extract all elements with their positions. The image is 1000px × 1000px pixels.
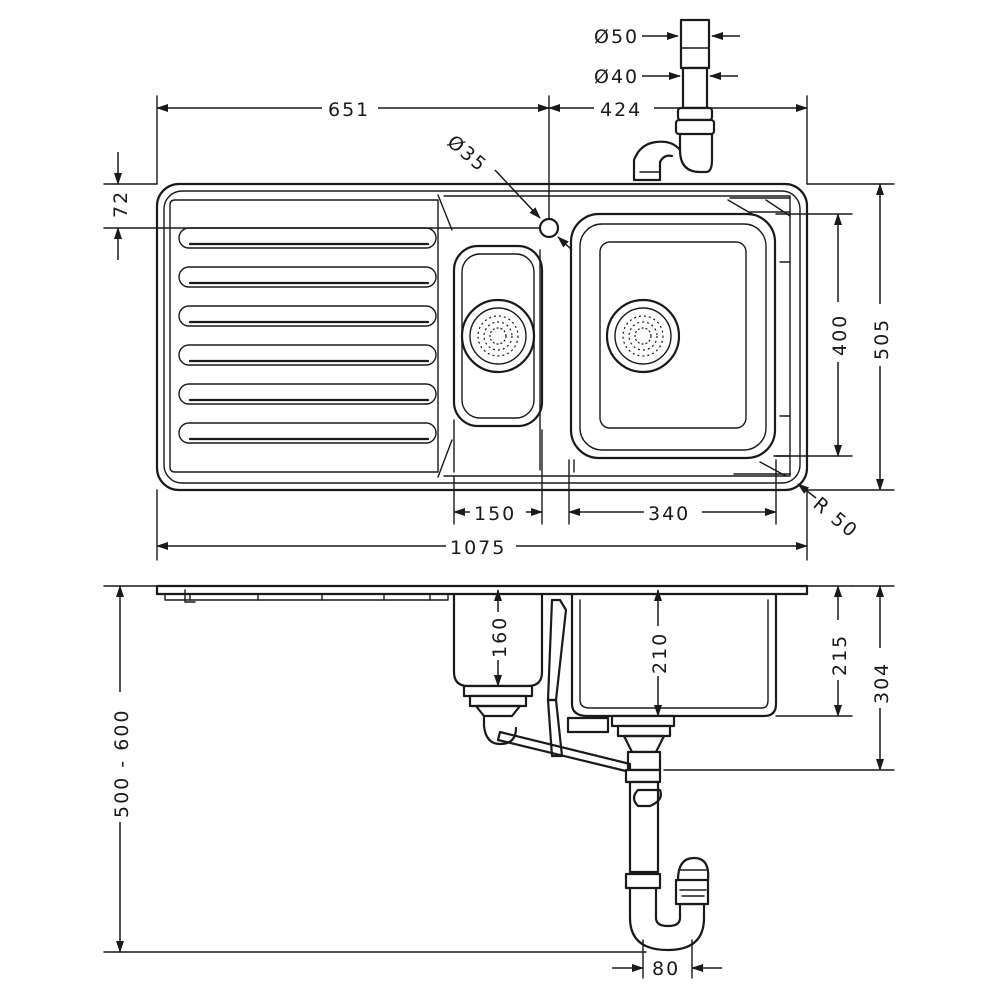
large-bowl-strainer — [605, 298, 681, 374]
sink-inner-rim — [163, 190, 801, 484]
connection-pipe — [496, 730, 632, 774]
large-bowl-side — [570, 592, 778, 718]
drainer-edge — [437, 439, 453, 478]
groove — [178, 266, 437, 288]
large-waste — [610, 714, 676, 728]
small-bowl-inner — [461, 253, 535, 419]
dim-pipe-inner: Ø40 — [594, 66, 639, 88]
drainer-edge — [437, 194, 453, 231]
drainer-profile — [164, 593, 449, 601]
dim-drainer-width: 651 — [328, 99, 370, 121]
dim-small-bowl-width: 150 — [474, 503, 516, 525]
small-waste — [462, 684, 534, 698]
tap-hole-leader — [494, 169, 541, 219]
dimensions: Ø50 Ø40 651 424 Ø35 72 400 — [103, 26, 895, 980]
bowl-deck — [443, 195, 791, 477]
dim-pipe-outer: Ø50 — [594, 26, 639, 48]
large-bowl — [569, 212, 777, 460]
dim-small-bowl-height: 160 — [489, 616, 511, 658]
large-bowl-inner — [579, 223, 767, 451]
dim-tap-hole: Ø35 — [443, 131, 492, 177]
dim-bowl-section: 424 — [600, 99, 642, 121]
waste-pipe-top — [632, 18, 716, 182]
dim-tap-offset: 72 — [110, 190, 132, 218]
overflow-pipe — [546, 598, 568, 702]
dim-cabinet-height: 500 - 600 — [111, 709, 133, 818]
trap — [624, 768, 710, 952]
drainer-grooves — [178, 227, 437, 444]
dim-overall-width: 1075 — [450, 537, 506, 559]
dim-corner-radius: R 50 — [809, 493, 863, 543]
dim-bowl-total-depth: 215 — [829, 634, 851, 676]
groove — [178, 383, 437, 405]
dim-outlet-depth: 304 — [871, 662, 893, 704]
sink-rim-side — [155, 584, 809, 596]
deck-details — [727, 197, 791, 477]
side-view — [155, 584, 809, 952]
dim-bowl-depth: 400 — [829, 314, 851, 356]
dim-large-bowl-height: 210 — [649, 632, 671, 674]
small-bowl-strainer — [460, 298, 536, 374]
tap-hole — [538, 217, 560, 239]
dim-large-bowl-width: 340 — [648, 503, 690, 525]
large-bowl-floor — [599, 241, 747, 429]
groove — [178, 305, 437, 327]
sink-outline — [155, 182, 809, 492]
top-view — [155, 18, 809, 492]
groove — [178, 344, 437, 366]
dim-overall-depth: 505 — [871, 318, 893, 360]
groove — [178, 422, 437, 444]
small-bowl — [452, 244, 544, 428]
drainer-panel — [169, 199, 439, 473]
dim-trap-offset: 80 — [652, 958, 680, 980]
